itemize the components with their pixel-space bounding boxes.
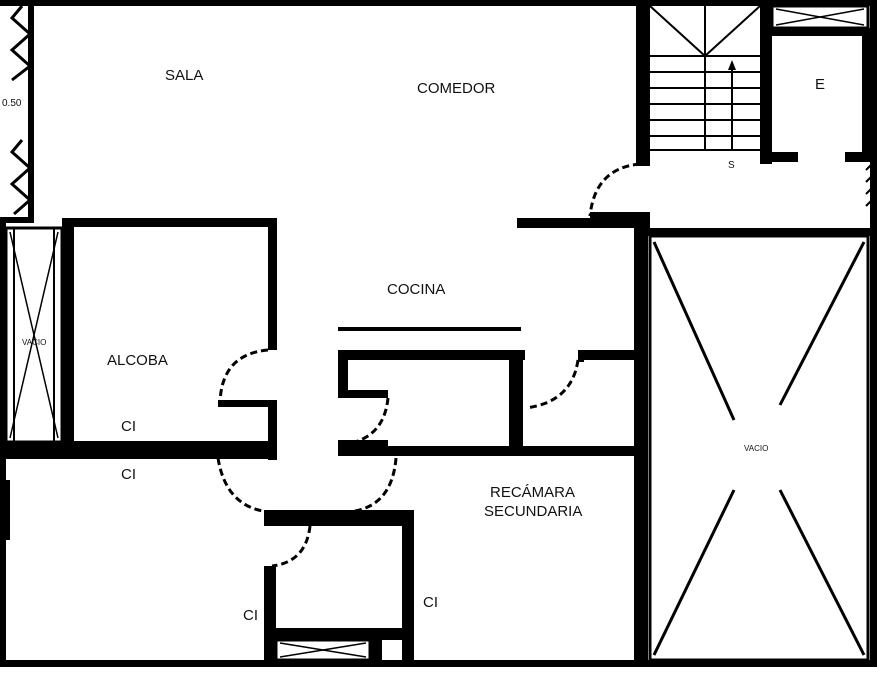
wall-hall-top — [0, 449, 276, 459]
void-right-frame — [648, 234, 870, 662]
wall-alcoba-door-stub — [218, 400, 276, 407]
wall-e-right — [862, 28, 872, 162]
bottom-wall — [0, 660, 877, 667]
wall-alcoba-top — [62, 218, 277, 227]
void-top-right — [770, 4, 870, 30]
door-swing-bath — [271, 525, 312, 568]
wall-cocina-top-right — [517, 218, 647, 228]
left-wall-sala — [28, 6, 34, 220]
outer-walls — [0, 0, 877, 667]
wall-recamara-top — [338, 446, 638, 456]
label-comedor: COMEDOR — [417, 80, 496, 97]
wall-sala-left-bottom — [0, 217, 34, 223]
wall-closet-top — [338, 350, 525, 360]
wall-closet-right — [509, 350, 523, 446]
wall-alcoba-right-lower — [268, 400, 277, 460]
void-bottom-frame — [274, 638, 372, 662]
break-lines: 0.50 — [2, 5, 33, 216]
label-alcoba: ALCOBA — [107, 352, 168, 369]
wall-small-room-top — [578, 350, 638, 360]
door-swing-corridor — [588, 162, 641, 217]
void-bottom — [274, 638, 372, 662]
door-swing-closet — [345, 397, 390, 446]
wall-alcoba-bottom — [0, 441, 276, 450]
wall-bath-right — [402, 510, 414, 662]
dimension-label: 0.50 — [2, 98, 22, 109]
wall-left-stub — [0, 480, 10, 540]
void-top-right-frame — [770, 4, 870, 30]
wall-bath-stub — [370, 628, 382, 664]
right-wall — [870, 0, 877, 667]
stair-label: S — [728, 160, 735, 171]
label-cocina: COCINA — [387, 281, 445, 298]
wall-closet-bottom-stub — [338, 440, 388, 448]
wall-e-bottom-left — [760, 152, 798, 162]
wall-e-top — [760, 28, 870, 36]
label-sala: SALA — [165, 67, 203, 84]
wall-e-bottom-right — [845, 152, 870, 162]
kitchen-counter-line — [338, 327, 521, 331]
wall-cocina-right — [634, 222, 648, 664]
label-recamara-line2: SECUNDARIA — [484, 503, 582, 520]
wall-bath-top — [264, 510, 414, 526]
right-edge-hatch — [865, 161, 875, 207]
label-ci-hall: CI — [121, 466, 136, 483]
stairs: S — [649, 5, 761, 171]
wall-vacio-top — [648, 228, 870, 236]
break-line-bottom — [9, 139, 33, 216]
door-swing-hall-right — [347, 457, 398, 514]
label-e: E — [815, 76, 825, 93]
void-left: VACIO — [4, 226, 64, 444]
door-swing-alcoba — [218, 348, 269, 403]
door-swing-hall-left — [216, 457, 271, 514]
wall-bath-bottom — [264, 628, 410, 640]
label-ci-bath-right: CI — [423, 594, 438, 611]
wall-corridor-left — [590, 212, 650, 228]
void-right-label: VACIO — [744, 444, 768, 453]
wall-closet-inner — [338, 390, 388, 398]
break-line-top — [9, 5, 33, 82]
label-ci-alcoba: CI — [121, 418, 136, 435]
wall-bath-left — [264, 566, 276, 662]
wall-alcoba-right-upper — [268, 218, 277, 350]
door-swing-small-room — [525, 359, 580, 410]
void-right: VACIO — [648, 234, 870, 662]
interior-walls — [0, 6, 872, 664]
wall-alcoba-left — [62, 218, 74, 445]
void-left-label: VACIO — [22, 338, 46, 347]
room-labels: SALA COMEDOR COCINA ALCOBA RECÁMARA SECU… — [107, 67, 825, 624]
wall-closet-left — [338, 350, 348, 398]
stair-arrow-head — [728, 60, 736, 70]
void-left-frame — [4, 226, 64, 444]
top-wall — [0, 0, 877, 6]
label-recamara-line1: RECÁMARA — [490, 484, 575, 501]
wall-small-room-stub — [578, 350, 584, 362]
wall-stair-left — [636, 6, 650, 166]
wall-stair-right — [760, 6, 772, 164]
label-ci-bath-left: CI — [243, 607, 258, 624]
door-swings — [216, 162, 641, 568]
